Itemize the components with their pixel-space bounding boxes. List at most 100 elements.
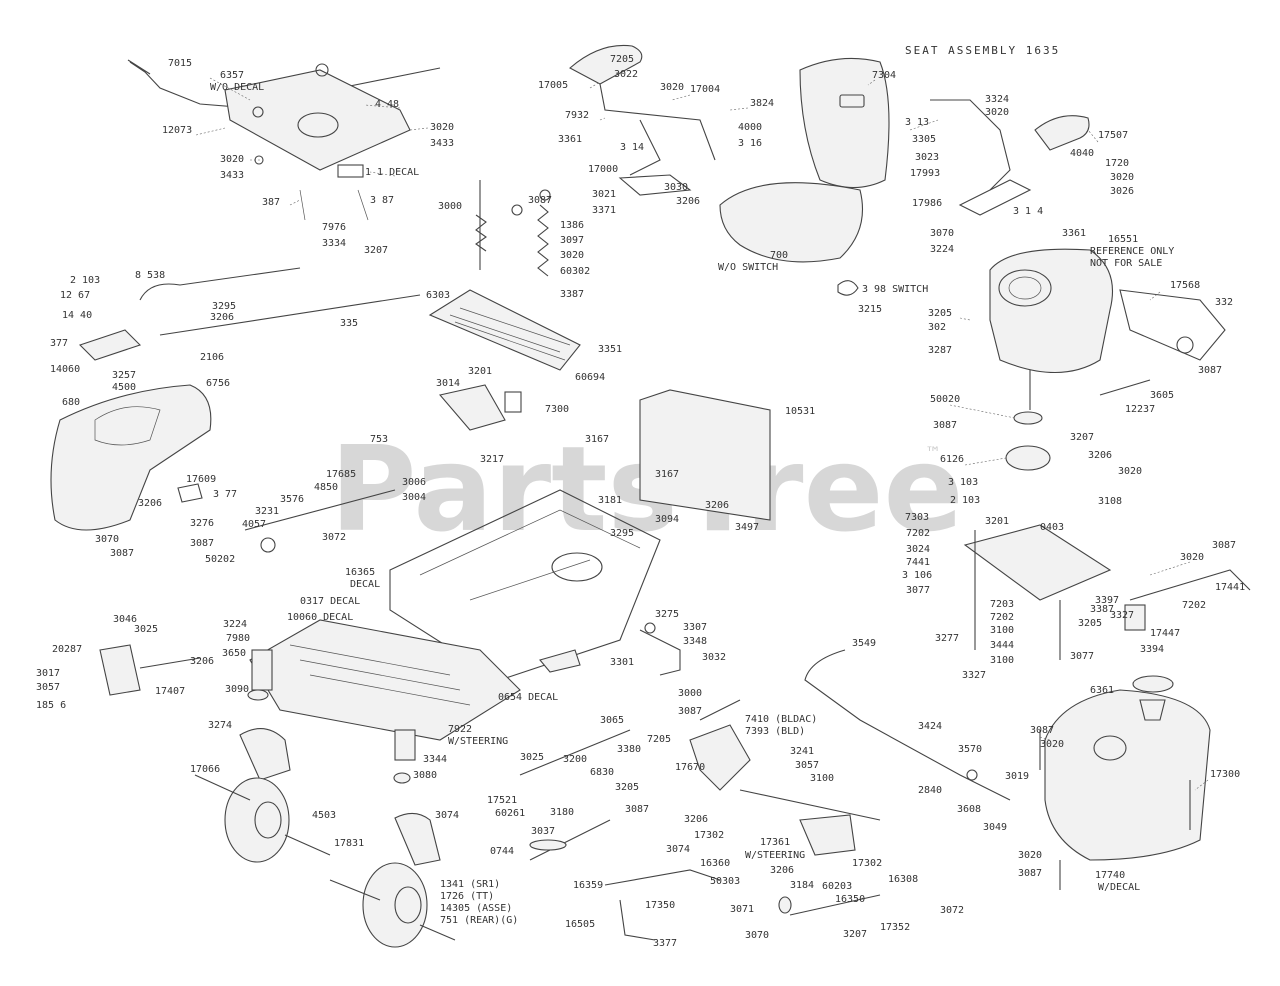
seat-back-part: [799, 57, 890, 188]
rod-end-left-part: [260, 537, 276, 553]
label-3014b: 3014: [436, 378, 460, 389]
battery-box-part: [438, 384, 506, 431]
right-armrest-labels: 3324 3020 3 13 3305 3023 17993 17507 404…: [905, 94, 1134, 255]
label-14305: 14305 (ASSE): [440, 903, 512, 914]
label-17361: 17361: [760, 837, 790, 848]
label-17000: 17000: [588, 164, 618, 175]
label-3087g: 3087: [625, 804, 649, 815]
label-3111: 3 1 4: [1013, 206, 1043, 217]
label-3077: 3077: [906, 585, 930, 596]
label-17568: 17568: [1170, 280, 1200, 291]
label-3023: 3023: [915, 152, 939, 163]
label-4057: 4057: [242, 519, 266, 530]
label-1267: 12 67: [60, 290, 90, 301]
label-3057: 3057: [36, 682, 60, 693]
frame-crossmembers-part: [419, 509, 641, 601]
spring-damper-part: [529, 839, 567, 851]
control-plate-part: [78, 329, 142, 361]
decal-part: [337, 164, 364, 178]
label-1-decal: 1 1 DECAL: [365, 167, 419, 178]
label-17685: 17685: [326, 469, 356, 480]
left-lever-labels: 3046 3025 20287 3017 3057 185 6 17407 32…: [36, 614, 214, 711]
label-17350: 17350: [645, 900, 675, 911]
label-3020d: 3020: [660, 82, 684, 93]
label-16359: 16359: [573, 880, 603, 891]
label-3046: 3046: [113, 614, 137, 625]
label-3307: 3307: [683, 622, 707, 633]
label-2103: 2 103: [950, 495, 980, 506]
label-6830: 6830: [590, 767, 614, 778]
label-3087b: 3087: [1198, 365, 1222, 376]
label-w-steering-2: W/STEERING: [745, 850, 805, 861]
right-armrest-group: [930, 99, 1090, 216]
caster-group: [194, 689, 456, 948]
label-3087d: 3087: [110, 548, 134, 559]
rod-end-part: [778, 896, 792, 914]
label-3103: 3 103: [948, 477, 978, 488]
pump-arm-part: [1129, 569, 1251, 601]
rod-bracket-part: [177, 483, 203, 503]
label-3014: 3 14: [620, 142, 644, 153]
label-4000: 4000: [738, 122, 762, 133]
label-3094: 3094: [655, 514, 679, 525]
label-3108: 3108: [1098, 496, 1122, 507]
armrest-pad-left-part: [569, 44, 643, 85]
label-3348: 3348: [683, 636, 707, 647]
label-3305: 3305: [912, 134, 936, 145]
label-3020c: 3020: [560, 250, 584, 261]
label-7300: 7300: [545, 404, 569, 415]
label-3275: 3275: [655, 609, 679, 620]
label-16551: 16551: [1108, 234, 1138, 245]
engine-fan-part: [998, 269, 1052, 307]
label-3021: 3021: [592, 189, 616, 200]
label-10531: 10531: [785, 406, 815, 417]
label-3205: 3205: [928, 308, 952, 319]
right-plate-part: [958, 179, 1032, 216]
label-3206c: 3206: [210, 312, 234, 323]
label-7304: 7304: [872, 70, 896, 81]
label-3025b: 3025: [520, 752, 544, 763]
label-12237: 12237: [1125, 404, 1155, 415]
label-60694: 60694: [575, 372, 605, 383]
label-3334: 3334: [322, 238, 346, 249]
caster-washer-part: [247, 689, 269, 701]
label-3201b: 3201: [985, 516, 1009, 527]
seat-group: [719, 57, 890, 296]
label-3327: 3327: [962, 670, 986, 681]
steering-rod-upper-part: [519, 729, 631, 776]
label-60203: 60203: [822, 881, 852, 892]
label-3444: 3444: [990, 640, 1014, 651]
label-3344: 3344: [423, 754, 447, 765]
label-3497: 3497: [735, 522, 759, 533]
label-3387b: 3387: [1090, 604, 1114, 615]
label-0403: 0403: [1040, 522, 1064, 533]
label-3077b: 3077: [1070, 651, 1094, 662]
label-3206e: 3206: [138, 498, 162, 509]
label-2103-left: 2 103: [70, 275, 100, 286]
right-lower-rod-part: [789, 894, 881, 916]
fuel-cap-part: [1132, 675, 1174, 693]
label-3231: 3231: [255, 506, 279, 517]
springs-group: [475, 180, 551, 277]
label-3650: 3650: [222, 648, 246, 659]
label-3570: 3570: [958, 744, 982, 755]
label-1720: 1720: [1105, 158, 1129, 169]
label-7410: 7410 (BLDAC): [745, 714, 817, 725]
clutch-part: [1005, 445, 1051, 471]
label-4503: 4503: [312, 810, 336, 821]
label-2840: 2840: [918, 785, 942, 796]
label-3200: 3200: [563, 754, 587, 765]
label-3087i: 3087: [1030, 725, 1054, 736]
label-3205c: 3205: [1078, 618, 1102, 629]
caster-hub-left-part: [254, 801, 282, 839]
brake-cable-part: [804, 649, 1011, 801]
label-16360: 16360: [700, 858, 730, 869]
engine-group: [989, 248, 1226, 471]
label-3022: 3022: [614, 69, 638, 80]
label-not-for-sale: NOT FOR SALE: [1090, 258, 1162, 269]
label-7441: 7441: [906, 557, 930, 568]
pump-rod-group: [177, 483, 396, 553]
center-pivot-group: [639, 622, 681, 676]
fuel-tank-labels: 6361 3087 3020 17300 3020 3087 17740 W/D…: [1018, 685, 1240, 893]
